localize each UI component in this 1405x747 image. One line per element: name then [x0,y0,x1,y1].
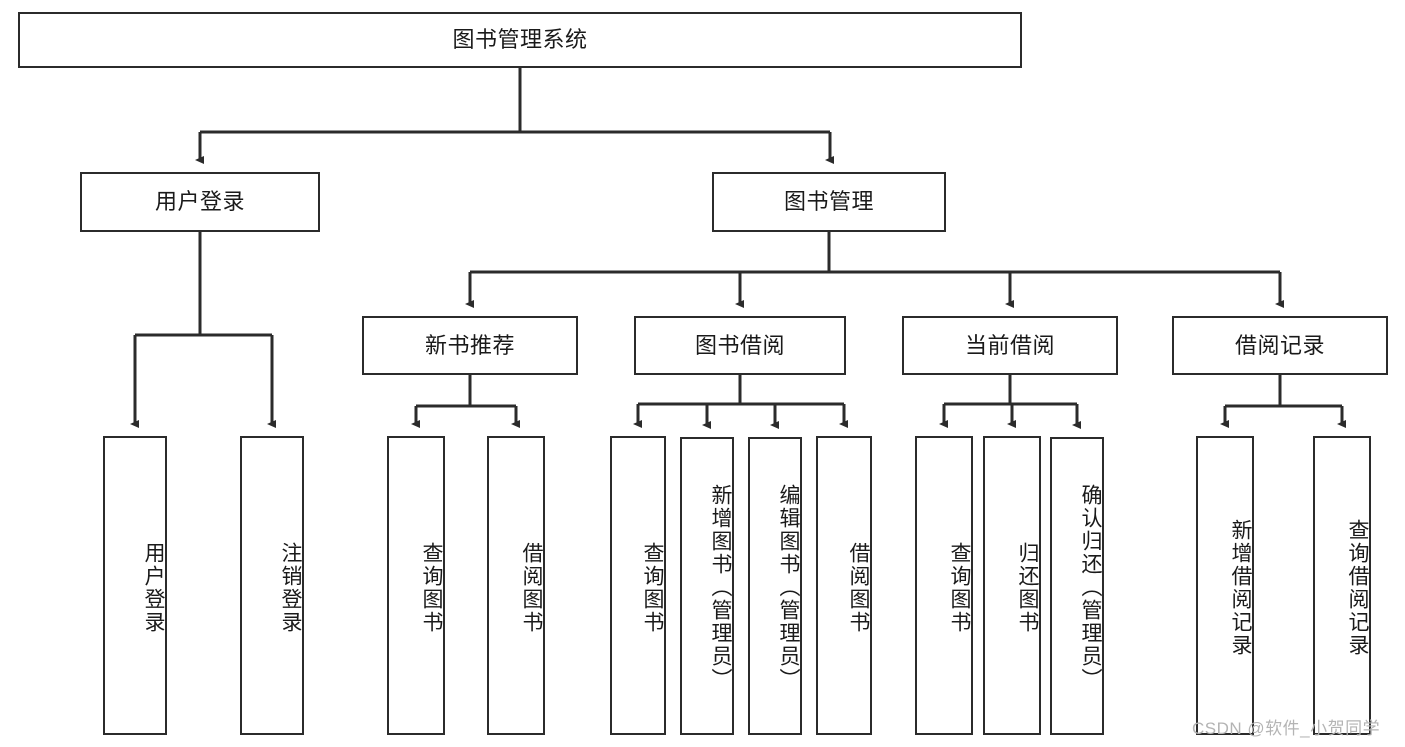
node-book-manage[interactable]: 图书管理 [712,172,946,232]
node-label: 借阅记录 [1234,332,1325,358]
node-label: 用户登录 [142,541,165,634]
connector-book-manage-split [470,232,1280,274]
node-label: 新增借阅记录 [1229,518,1252,657]
node-leaf-query-book-1[interactable]: 查询图书 [387,436,445,735]
node-borrow-records[interactable]: 借阅记录 [1172,316,1388,375]
node-label: 借阅图书 [847,541,870,634]
node-current-borrow[interactable]: 当前借阅 [902,316,1118,375]
node-label: 查询图书 [948,541,971,634]
node-leaf-confirm-return[interactable]: 确认归还（管理员） [1050,437,1104,735]
node-label: 用户登录 [154,189,245,215]
node-label: 查询借阅记录 [1346,518,1369,657]
node-leaf-edit-book[interactable]: 编辑图书（管理员） [748,437,802,735]
node-book-borrow[interactable]: 图书借阅 [634,316,846,375]
node-label: 图书借阅 [694,332,785,358]
node-user-login[interactable]: 用户登录 [80,172,320,232]
node-new-book-recommend[interactable]: 新书推荐 [362,316,578,375]
connector-root-split [200,68,830,134]
node-leaf-borrow-book-2[interactable]: 借阅图书 [816,436,872,735]
node-label: 归还图书 [1016,541,1039,634]
node-label: 借阅图书 [520,541,543,634]
node-root[interactable]: 图书管理系统 [18,12,1022,68]
node-leaf-query-book-3[interactable]: 查询图书 [915,436,973,735]
node-leaf-user-login[interactable]: 用户登录 [103,436,167,735]
csdn-watermark: CSDN @软件_小贺同学 [1192,719,1381,738]
connector-book-borrow-split [638,375,844,406]
node-leaf-query-book-2[interactable]: 查询图书 [610,436,666,735]
connector-borrow-records-split [1225,375,1342,408]
node-label: 图书管理系统 [452,27,588,53]
connector-current-borrow-split [944,375,1077,406]
node-leaf-query-record[interactable]: 查询借阅记录 [1313,436,1371,735]
node-label: 查询图书 [420,541,443,634]
node-label: 新增图书（管理员） [709,483,732,691]
node-leaf-add-record[interactable]: 新增借阅记录 [1196,436,1254,735]
connector-new-book-recommend-split [416,375,516,408]
node-leaf-add-book[interactable]: 新增图书（管理员） [680,437,734,735]
connector-user-login-split [135,232,272,337]
node-label: 新书推荐 [424,332,515,358]
node-leaf-logout[interactable]: 注销登录 [240,436,304,735]
node-label: 查询图书 [641,541,664,634]
node-label: 确认归还（管理员） [1079,483,1102,691]
node-label: 编辑图书（管理员） [777,483,800,691]
node-label: 当前借阅 [964,332,1055,358]
node-leaf-return-book[interactable]: 归还图书 [983,436,1041,735]
node-label: 图书管理 [783,189,874,215]
node-label: 注销登录 [279,541,302,634]
node-leaf-borrow-book-1[interactable]: 借阅图书 [487,436,545,735]
